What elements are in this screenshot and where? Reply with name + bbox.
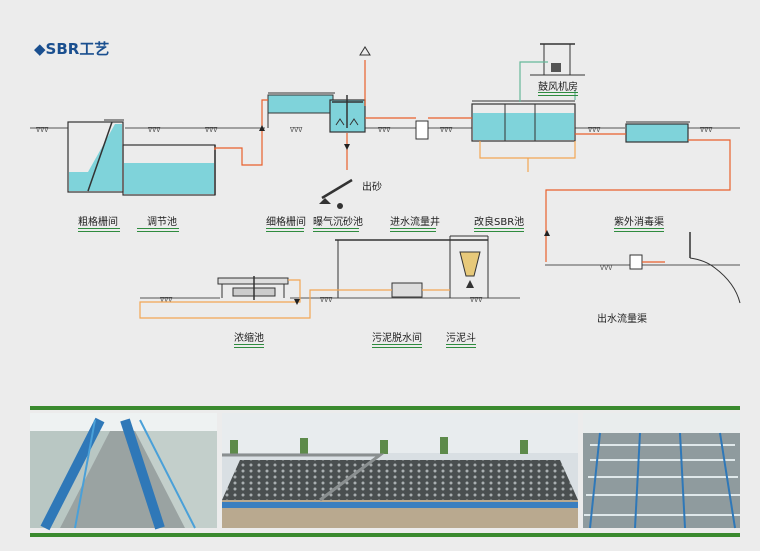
underline-blower-room: [538, 92, 578, 96]
label-sludge-hopper: 污泥斗: [446, 333, 476, 344]
underline-thickener: [234, 344, 264, 348]
label-thickener: 浓缩池: [234, 333, 264, 344]
underline-dewatering: [372, 344, 422, 348]
label-grit-out: 出砂: [362, 182, 382, 193]
label-outlet-channel: 出水流量渠: [597, 314, 647, 325]
outlet-flow-channel-unit: [629, 232, 741, 304]
blower-room-unit: [530, 43, 585, 76]
fine-screen-unit: [267, 92, 335, 128]
sbr-basin-photo: [222, 413, 578, 528]
svg-text:ᐁᐁᐁ: ᐁᐁᐁ: [378, 127, 391, 134]
dewatering-building-unit: [335, 235, 489, 298]
photo-band-bottom-bar: [30, 533, 740, 537]
underline-coarse-screen: [78, 228, 120, 232]
photo-band-top-bar: [30, 406, 740, 410]
label-improved-sbr: 改良SBR池: [474, 217, 525, 228]
label-inlet-well: 进水流量井: [390, 217, 440, 228]
page-title: ◆SBR工艺: [34, 40, 110, 58]
inlet-flow-well-unit: [415, 120, 429, 140]
svg-text:ᐁᐁᐁ: ᐁᐁᐁ: [160, 297, 173, 304]
thickener-unit: [217, 276, 289, 300]
ground-hatching: ᐁᐁᐁ ᐁᐁᐁ ᐁᐁᐁ ᐁᐁᐁ ᐁᐁᐁ ᐁᐁᐁ ᐁᐁᐁ ᐁᐁᐁ ᐁᐁᐁ ᐁᐁᐁ …: [36, 127, 713, 304]
uv-channel-unit: [625, 121, 690, 143]
grit-classifier-unit: [319, 178, 353, 209]
svg-text:ᐁᐁᐁ: ᐁᐁᐁ: [700, 127, 713, 134]
coarse-screen-unit: [67, 119, 124, 193]
label-blower-room: 鼓风机房: [538, 82, 578, 93]
svg-text:ᐁᐁᐁ: ᐁᐁᐁ: [205, 127, 218, 134]
label-uv-channel: 紫外消毒渠: [614, 217, 664, 228]
label-equalization: 调节池: [147, 217, 177, 228]
underline-sludge-hopper: [446, 344, 476, 348]
svg-text:ᐁᐁᐁ: ᐁᐁᐁ: [600, 265, 613, 272]
label-coarse-screen: 粗格栅间: [78, 217, 118, 228]
aerated-grit-chamber-unit: [329, 95, 366, 133]
label-dewatering: 污泥脱水间: [372, 333, 422, 344]
underline-fine-screen: [266, 228, 304, 232]
svg-text:ᐁᐁᐁ: ᐁᐁᐁ: [290, 127, 303, 134]
underline-equalization: [137, 228, 179, 232]
vent-symbol: [359, 46, 371, 56]
process-flow-svg: ᐁᐁᐁ ᐁᐁᐁ ᐁᐁᐁ ᐁᐁᐁ ᐁᐁᐁ ᐁᐁᐁ ᐁᐁᐁ ᐁᐁᐁ ᐁᐁᐁ ᐁᐁᐁ …: [30, 43, 741, 319]
svg-text:ᐁᐁᐁ: ᐁᐁᐁ: [588, 127, 601, 134]
label-aerated-grit: 曝气沉砂池: [313, 217, 363, 228]
underline-inlet-well: [390, 228, 436, 232]
pipe-network: [139, 60, 731, 319]
underline-improved-sbr: [474, 228, 524, 232]
svg-text:ᐁᐁᐁ: ᐁᐁᐁ: [36, 127, 49, 134]
diffuser-grid-photo: [583, 413, 740, 529]
svg-text:ᐁᐁᐁ: ᐁᐁᐁ: [148, 127, 161, 134]
improved-sbr-tank-unit: [471, 100, 576, 142]
aeration-tank-walkway-photo: [30, 413, 217, 531]
flow-arrows: [259, 125, 550, 305]
underline-uv-channel: [614, 228, 664, 232]
equalization-tank-unit: [122, 144, 216, 196]
underline-aerated-grit: [313, 228, 359, 232]
label-fine-screen: 细格栅间: [266, 217, 306, 228]
svg-text:ᐁᐁᐁ: ᐁᐁᐁ: [320, 297, 333, 304]
svg-text:ᐁᐁᐁ: ᐁᐁᐁ: [440, 127, 453, 134]
svg-text:ᐁᐁᐁ: ᐁᐁᐁ: [470, 297, 483, 304]
